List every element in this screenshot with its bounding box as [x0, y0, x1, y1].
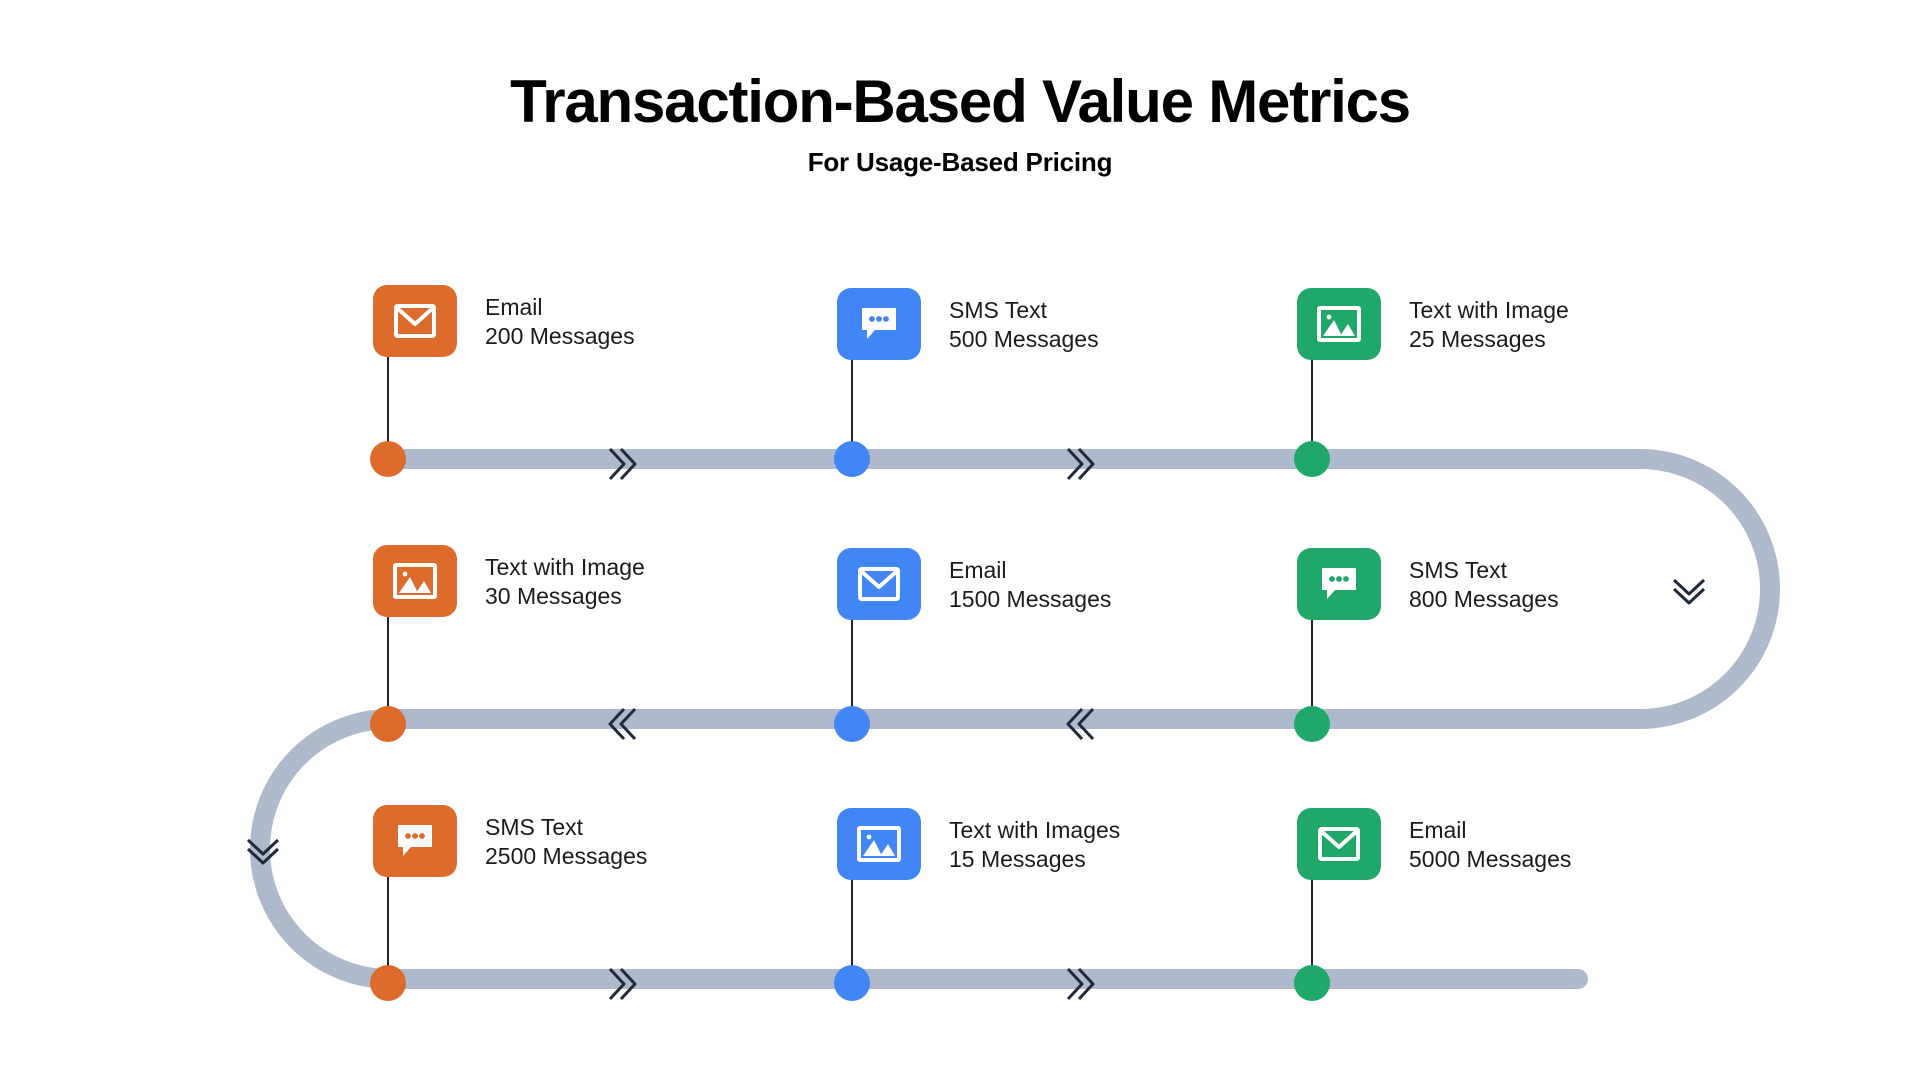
- stem-line: [1311, 877, 1313, 979]
- metric-labels: SMS Text 800 Messages: [1409, 548, 1559, 615]
- icon-tile: [837, 288, 921, 360]
- double-chevron-right-icon: [1066, 967, 1095, 1001]
- metric-item[interactable]: Text with Image 25 Messages: [1297, 288, 1569, 360]
- page-subtitle: For Usage-Based Pricing: [807, 147, 1113, 177]
- icon-tile: [1297, 548, 1381, 620]
- metric-title: Email: [1409, 817, 1467, 843]
- metric-labels: SMS Text 2500 Messages: [485, 805, 647, 872]
- track-node-green[interactable]: [1294, 965, 1330, 1001]
- chat-bubble-icon: [1322, 568, 1356, 599]
- chat-bubble-icon: [862, 308, 896, 339]
- double-chevron-left-icon: [1066, 707, 1095, 741]
- stem-line: [387, 875, 389, 979]
- icon-tile: [1297, 808, 1381, 880]
- metric-item[interactable]: SMS Text 500 Messages: [837, 288, 1099, 360]
- metric-labels: SMS Text 500 Messages: [949, 288, 1099, 355]
- icon-tile: [373, 285, 457, 357]
- metric-title: SMS Text: [949, 297, 1047, 323]
- metric-title: Text with Images: [949, 817, 1121, 843]
- metric-subtitle: 15 Messages: [949, 846, 1086, 873]
- icon-tile: [837, 808, 921, 880]
- double-chevron-right-icon: [608, 447, 637, 481]
- double-chevron-right-icon: [608, 967, 637, 1001]
- metric-labels: Email 200 Messages: [485, 285, 635, 352]
- header: Transaction-Based Value Metrics For Usag…: [0, 70, 1920, 178]
- metric-subtitle: 1500 Messages: [949, 586, 1112, 613]
- envelope-icon: [394, 304, 436, 338]
- double-chevron-right-icon: [1066, 447, 1095, 481]
- metric-subtitle: 30 Messages: [485, 583, 622, 610]
- metric-title: SMS Text: [1409, 557, 1507, 583]
- image-icon: [393, 563, 437, 599]
- stem-line: [387, 355, 389, 459]
- metric-title: Email: [949, 557, 1007, 583]
- metric-subtitle: 25 Messages: [1409, 326, 1546, 353]
- metric-subtitle: 5000 Messages: [1409, 846, 1572, 873]
- metric-subtitle: 500 Messages: [949, 326, 1099, 353]
- metric-title: Email: [485, 294, 543, 320]
- metric-item[interactable]: Email 200 Messages: [373, 285, 635, 357]
- metric-subtitle: 800 Messages: [1409, 586, 1559, 613]
- stem-line: [851, 877, 853, 979]
- stem-line: [1311, 357, 1313, 459]
- stem-line: [851, 357, 853, 459]
- track-node-blue[interactable]: [834, 706, 870, 742]
- stem-line: [851, 617, 853, 719]
- track-node-green[interactable]: [1294, 706, 1330, 742]
- image-icon: [857, 826, 901, 862]
- envelope-icon: [1318, 827, 1360, 861]
- track-node-orange[interactable]: [370, 706, 406, 742]
- page-title: Transaction-Based Value Metrics: [510, 68, 1411, 135]
- double-chevron-down-icon: [1672, 578, 1706, 605]
- metric-item[interactable]: Email 1500 Messages: [837, 548, 1111, 620]
- track-node-orange[interactable]: [370, 441, 406, 477]
- icon-tile: [373, 545, 457, 617]
- metric-item[interactable]: Email 5000 Messages: [1297, 808, 1571, 880]
- icon-tile: [373, 805, 457, 877]
- track-node-green[interactable]: [1294, 441, 1330, 477]
- metric-labels: Text with Images 15 Messages: [949, 808, 1120, 875]
- icon-tile: [837, 548, 921, 620]
- metric-title: Text with Image: [485, 554, 645, 580]
- envelope-icon: [858, 567, 900, 601]
- metric-labels: Text with Image 25 Messages: [1409, 288, 1569, 355]
- metric-item[interactable]: Text with Image 30 Messages: [373, 545, 645, 617]
- track-node-orange[interactable]: [370, 965, 406, 1001]
- metric-subtitle: 200 Messages: [485, 323, 635, 350]
- metric-title: Text with Image: [1409, 297, 1569, 323]
- chat-bubble-icon: [398, 825, 432, 856]
- double-chevron-down-icon: [246, 838, 280, 865]
- metric-item[interactable]: Text with Images 15 Messages: [837, 808, 1120, 880]
- metric-title: SMS Text: [485, 814, 583, 840]
- metric-labels: Email 1500 Messages: [949, 548, 1111, 615]
- track-node-blue[interactable]: [834, 965, 870, 1001]
- track-node-blue[interactable]: [834, 441, 870, 477]
- metric-subtitle: 2500 Messages: [485, 843, 648, 870]
- icon-tile: [1297, 288, 1381, 360]
- metric-item[interactable]: SMS Text 800 Messages: [1297, 548, 1559, 620]
- metric-labels: Text with Image 30 Messages: [485, 545, 645, 612]
- stem-line: [387, 615, 389, 719]
- double-chevron-left-icon: [608, 707, 637, 741]
- image-icon: [1317, 306, 1361, 342]
- metric-labels: Email 5000 Messages: [1409, 808, 1571, 875]
- stem-line: [1311, 617, 1313, 719]
- metric-item[interactable]: SMS Text 2500 Messages: [373, 805, 647, 877]
